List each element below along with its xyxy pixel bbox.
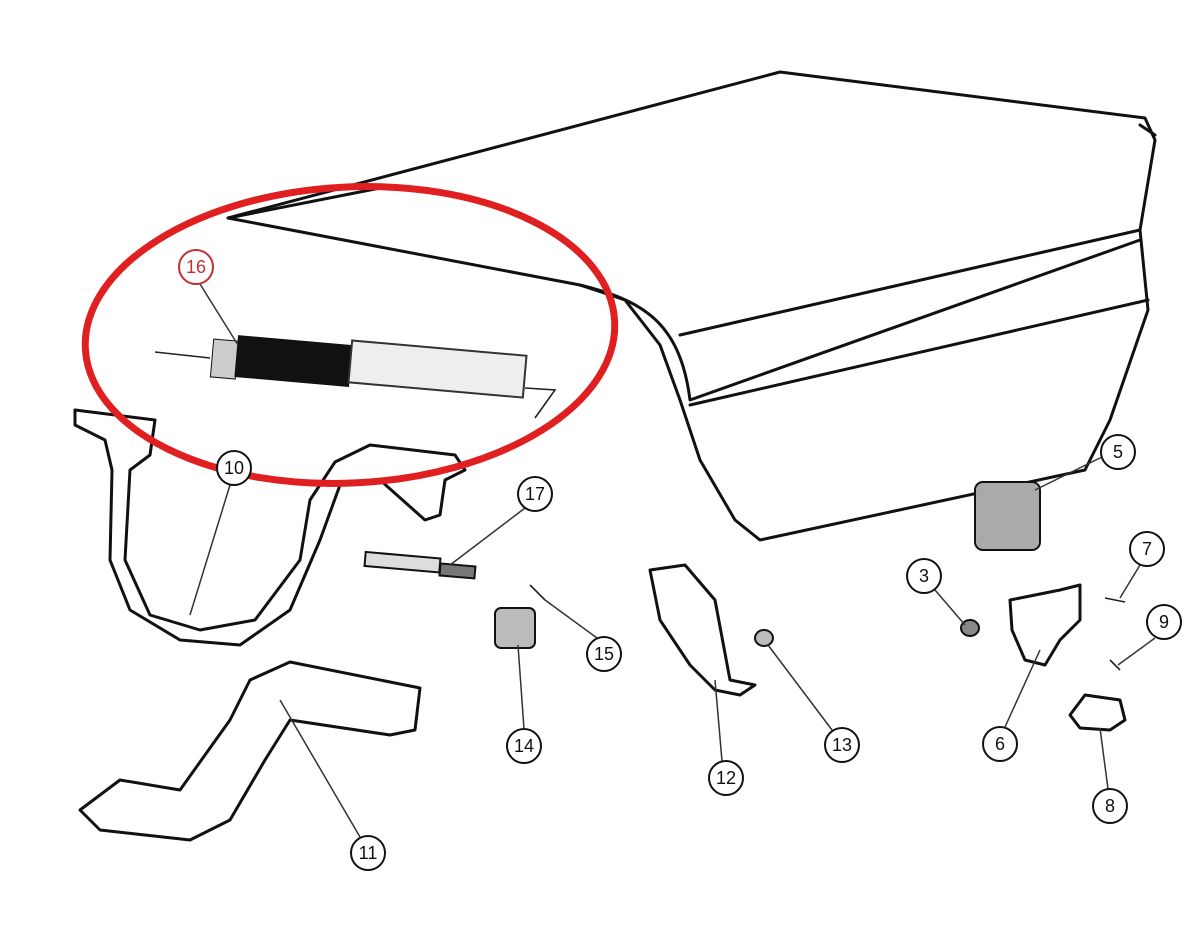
callout-label: 14 [514,736,534,756]
highlight-ellipse [81,183,619,487]
leader-lines [189,283,1156,838]
callout-label: 11 [359,843,378,863]
callout-label: 16 [186,257,206,277]
callout-13[interactable]: 13 [824,727,860,763]
callout-label: 15 [594,644,614,664]
callout-3[interactable]: 3 [906,558,942,594]
bolt-9 [1109,659,1121,671]
callout-label: 17 [525,484,545,504]
callout-14[interactable]: 14 [506,728,542,764]
bumper [960,619,980,637]
callout-label: 12 [716,768,736,788]
hinge [73,408,467,647]
callout-17[interactable]: 17 [517,476,553,512]
striker [1068,693,1127,732]
callout-label: 6 [995,734,1005,754]
callout-12[interactable]: 12 [708,760,744,796]
gas-strut [363,550,477,580]
callout-10[interactable]: 10 [216,450,252,486]
callout-16[interactable]: 16 [178,249,214,285]
callout-8[interactable]: 8 [1092,788,1128,824]
callout-label: 5 [1113,442,1123,462]
plug [754,629,774,647]
screw [529,584,546,601]
torsion-spring [154,335,557,419]
hinge-cover [78,660,422,842]
callout-label: 8 [1105,796,1115,816]
bracket [648,563,757,697]
callout-label: 13 [832,735,852,755]
callout-label: 10 [224,458,244,478]
callout-6[interactable]: 6 [982,726,1018,762]
callout-label: 7 [1142,539,1152,559]
bolt-7 [1104,597,1126,603]
callout-5[interactable]: 5 [1100,434,1136,470]
handle-housing [974,481,1041,551]
clip [494,607,536,649]
callout-15[interactable]: 15 [586,636,622,672]
trunk-lid [226,70,1157,542]
callout-label: 9 [1159,612,1169,632]
callout-7[interactable]: 7 [1129,531,1165,567]
latch [1008,583,1082,667]
callout-9[interactable]: 9 [1146,604,1182,640]
callout-11[interactable]: 11 [350,835,386,871]
callout-label: 3 [919,566,929,586]
